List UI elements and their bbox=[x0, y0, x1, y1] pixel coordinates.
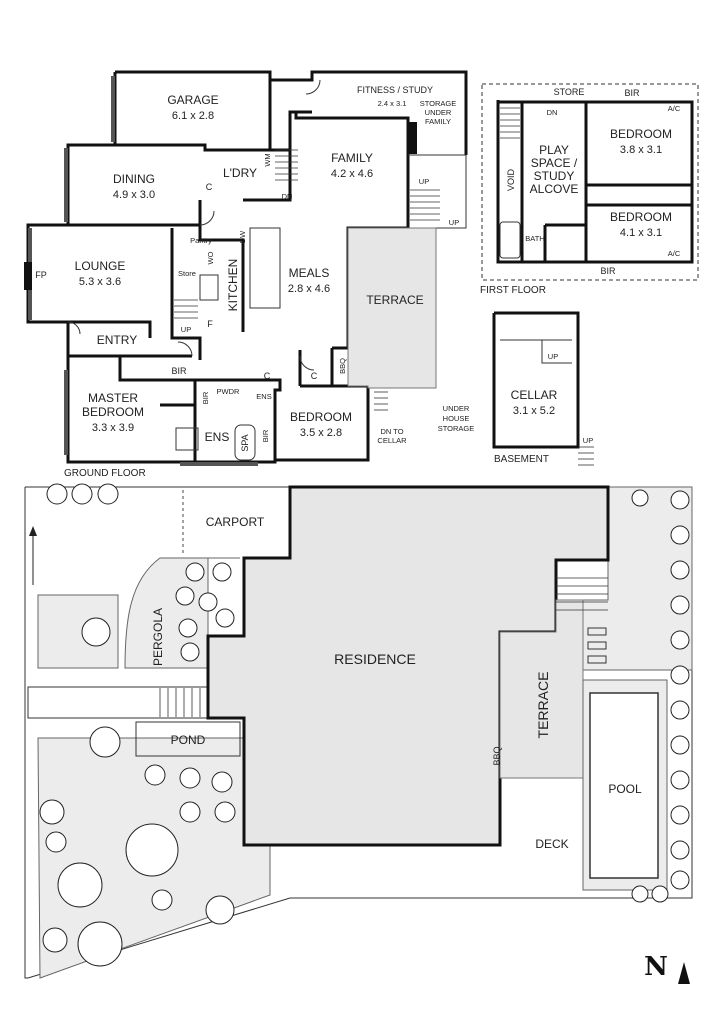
master-line1: MASTER bbox=[88, 391, 138, 405]
garage-dim: 6.1 x 2.8 bbox=[172, 110, 214, 122]
pond-label: POND bbox=[171, 733, 206, 747]
ff-dn-label: DN bbox=[547, 108, 558, 117]
store-label: Store bbox=[178, 269, 196, 278]
pantry-label: Pantry bbox=[190, 236, 212, 245]
ff-bedroom2-label: BEDROOM bbox=[610, 210, 672, 224]
garage-label: GARAGE bbox=[167, 93, 218, 107]
lounge-dim: 5.3 x 3.6 bbox=[79, 276, 121, 288]
site-terrace-label: TERRACE bbox=[535, 672, 551, 739]
north-arrow-icon bbox=[678, 962, 690, 984]
pergola-label: PERGOLA bbox=[151, 608, 165, 666]
up-label-1: UP bbox=[419, 177, 429, 186]
up-label-3: UP bbox=[181, 325, 191, 334]
site-plan: CARPORT PERGOLA RESIDENCE POND TERRACE B… bbox=[24, 483, 693, 979]
bir-label-2: BIR bbox=[201, 391, 210, 404]
fitness-dim: 2.4 x 3.1 bbox=[378, 99, 407, 108]
c-label-1: C bbox=[206, 182, 213, 192]
ff-ac-label-1: A/C bbox=[668, 104, 681, 113]
kitchen-label: KITCHEN bbox=[226, 259, 240, 312]
play-line1: PLAY bbox=[539, 143, 569, 157]
under-house-line3: STORAGE bbox=[438, 424, 475, 433]
pool-label: POOL bbox=[608, 782, 642, 796]
dn-label: DN bbox=[282, 192, 293, 201]
meals-label: MEALS bbox=[289, 266, 330, 280]
cellar-label: CELLAR bbox=[511, 388, 558, 402]
storage-line1: STORAGE bbox=[420, 99, 457, 108]
bir-label-1: BIR bbox=[171, 366, 187, 376]
dn-to-label: DN TO bbox=[380, 427, 403, 436]
ff-bedroom1-label: BEDROOM bbox=[610, 127, 672, 141]
f-label: F bbox=[207, 319, 213, 329]
storage-line2: UNDER bbox=[425, 108, 452, 117]
storage-line3: FAMILY bbox=[425, 117, 451, 126]
dining-label: DINING bbox=[113, 172, 155, 186]
terrace-label: TERRACE bbox=[366, 293, 423, 307]
basement-up-label-1: UP bbox=[548, 352, 558, 361]
ff-store-label: STORE bbox=[554, 87, 585, 97]
spa-label: SPA bbox=[240, 434, 250, 451]
ff-ac-label-2: A/C bbox=[668, 249, 681, 258]
ff-bir-label-1: BIR bbox=[624, 88, 640, 98]
carport-label: CARPORT bbox=[206, 515, 265, 529]
void-label: VOID bbox=[506, 169, 516, 192]
bedroom-dim: 3.5 x 2.8 bbox=[300, 427, 342, 439]
first-floor-plan: STORE BIR A/C DN VOID PLAY SPACE / STUDY… bbox=[480, 83, 699, 296]
ff-bedroom1-dim: 3.8 x 3.1 bbox=[620, 144, 662, 156]
ens-small-label: ENS bbox=[256, 392, 271, 401]
bath-label: BATH bbox=[525, 234, 544, 243]
lounge-label: LOUNGE bbox=[75, 259, 126, 273]
play-line4: ALCOVE bbox=[530, 182, 579, 196]
basement-plan: CELLAR 3.1 x 5.2 UNDER HOUSE STORAGE UP … bbox=[438, 311, 594, 466]
cellar-dim: 3.1 x 5.2 bbox=[513, 405, 555, 417]
wo-label: WO bbox=[206, 251, 215, 264]
play-line2: SPACE / bbox=[531, 156, 578, 170]
ground-floor-plan: GARAGE 6.1 x 2.8 FITNESS / STUDY 2.4 x 3… bbox=[24, 70, 468, 479]
family-dim: 4.2 x 4.6 bbox=[331, 168, 373, 180]
ground-floor-title: GROUND FLOOR bbox=[64, 468, 146, 479]
shrub-group bbox=[39, 483, 690, 967]
c-label-2: C bbox=[311, 371, 318, 381]
entry-label: ENTRY bbox=[97, 333, 137, 347]
site-bbq-label: BBQ bbox=[492, 746, 502, 765]
wm-label: WM bbox=[263, 153, 272, 166]
ff-bir-label-2: BIR bbox=[600, 266, 616, 276]
under-house-line1: UNDER bbox=[443, 404, 470, 413]
under-house-line2: HOUSE bbox=[443, 414, 470, 423]
deck-label: DECK bbox=[535, 837, 568, 851]
ff-bedroom2-dim: 4.1 x 3.1 bbox=[620, 227, 662, 239]
dining-dim: 4.9 x 3.0 bbox=[113, 189, 155, 201]
cellar-word-label: CELLAR bbox=[377, 436, 407, 445]
master-line2: BEDROOM bbox=[82, 405, 144, 419]
laundry-label: L'DRY bbox=[223, 166, 257, 180]
bir-label-3: BIR bbox=[261, 429, 270, 442]
master-dim: 3.3 x 3.9 bbox=[92, 422, 134, 434]
fitness-label: FITNESS / STUDY bbox=[357, 85, 433, 95]
meals-dim: 2.8 x 4.6 bbox=[288, 283, 330, 295]
c-label-3: C bbox=[264, 371, 271, 381]
basement-up-label-2: UP bbox=[583, 436, 593, 445]
north-label: N bbox=[644, 952, 668, 982]
bbq-label: BBQ bbox=[338, 358, 347, 374]
up-label-2: UP bbox=[449, 218, 459, 227]
family-label: FAMILY bbox=[331, 151, 373, 165]
residence-label: RESIDENCE bbox=[334, 651, 416, 667]
first-floor-title: FIRST FLOOR bbox=[480, 285, 546, 296]
ens-label: ENS bbox=[205, 430, 230, 444]
dw-label: DW bbox=[238, 230, 247, 243]
bedroom-label: BEDROOM bbox=[290, 410, 352, 424]
fp-label: FP bbox=[35, 270, 47, 280]
pwdr-label: PWDR bbox=[217, 387, 240, 396]
play-line3: STUDY bbox=[534, 169, 575, 183]
basement-title: BASEMENT bbox=[494, 454, 549, 465]
